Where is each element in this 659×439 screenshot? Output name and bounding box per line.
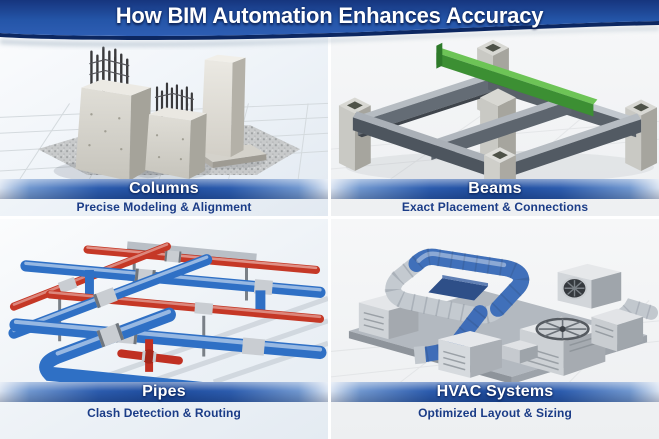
columns-label: Columns <box>129 180 199 197</box>
red-cross-junction <box>117 339 183 372</box>
pipes-label: Pipes <box>142 383 186 400</box>
hvac-unit-topright <box>557 263 622 309</box>
section-beams: Beams Exact Placement & Connections <box>331 0 659 216</box>
pipes-subtitle: Clash Detection & Routing <box>87 406 241 420</box>
columns-illustration <box>0 0 328 179</box>
pipes-label-bar: Pipes <box>0 382 328 402</box>
column-left <box>75 46 152 179</box>
hvac-small-box <box>501 340 538 364</box>
blue-pipe-front <box>9 318 327 360</box>
duct-loop <box>384 248 530 324</box>
hvac-unit-frontleft <box>438 331 502 378</box>
hvac-label: HVAC Systems <box>436 383 554 400</box>
steel-beams-front <box>352 111 642 179</box>
hvac-label-bar: HVAC Systems <box>331 382 659 402</box>
columns-label-bar: Columns <box>0 179 328 199</box>
concrete-pier-front <box>484 147 516 179</box>
hvac-illustration <box>331 219 659 382</box>
beams-label: Beams <box>468 180 522 197</box>
pipes-illustration <box>0 219 328 382</box>
duct-inner-unit <box>428 275 489 301</box>
blue-pipe-diagonal <box>8 254 213 339</box>
green-beam <box>436 42 598 118</box>
columns-subtitle: Precise Modeling & Alignment <box>76 200 252 214</box>
blue-elbow-pipe <box>39 307 203 382</box>
beams-illustration <box>331 0 659 179</box>
hvac-subtitle: Optimized Layout & Sizing <box>418 406 572 420</box>
section-hvac: HVAC Systems Optimized Layout & Sizing <box>331 219 659 439</box>
beams-subtitle: Exact Placement & Connections <box>401 200 589 214</box>
section-columns: Columns Precise Modeling & Alignment <box>0 0 328 216</box>
section-pipes: Pipes Clash Detection & Routing <box>0 219 328 439</box>
beams-label-bar: Beams <box>331 179 659 199</box>
column-middle <box>145 82 207 179</box>
column-right <box>196 54 267 169</box>
steel-beam-interior <box>426 95 572 161</box>
